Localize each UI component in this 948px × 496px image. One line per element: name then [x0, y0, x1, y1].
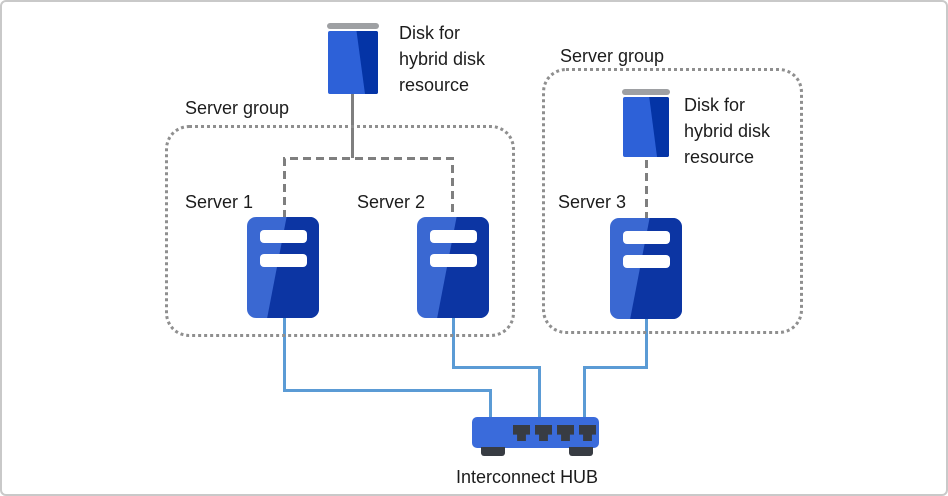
hybrid-disk-icon-2 — [622, 89, 670, 157]
server-icon-1 — [247, 217, 319, 318]
hybrid-disk-label-2: Disk for hybrid disk resource — [684, 95, 771, 167]
server2-to-hub-line — [452, 318, 541, 418]
hub-label: Interconnect HUB — [456, 467, 599, 487]
hub-foot — [481, 447, 505, 456]
interconnect-hub-icon — [472, 417, 599, 448]
hub-port-icon — [557, 425, 574, 441]
server-group-box-1 — [165, 125, 515, 337]
server-slot — [260, 254, 307, 267]
disk-to-servers-dashed-line — [283, 157, 454, 218]
disk-body — [328, 31, 378, 94]
server-slot — [623, 255, 670, 268]
server-slot — [430, 230, 477, 243]
server-slot — [623, 231, 670, 244]
disk-cap — [327, 23, 379, 29]
hub-port-icon — [513, 425, 530, 441]
server2-label: Server 2 — [357, 192, 426, 212]
server-group-box-2 — [542, 68, 803, 334]
hub-port-icon — [535, 425, 552, 441]
hybrid-disk-label-1: Disk for hybrid disk resource — [399, 23, 486, 95]
disk-body — [623, 97, 669, 157]
server-group-label-2: Server group — [560, 46, 665, 66]
server3-to-hub-line — [583, 318, 648, 418]
server1-to-hub-line — [283, 318, 492, 418]
server3-label: Server 3 — [558, 192, 627, 212]
server-group-label-1: Server group — [185, 98, 290, 118]
disk-cap — [622, 89, 670, 95]
server1-label: Server 1 — [185, 192, 254, 212]
server-slot — [430, 254, 477, 267]
disk-shade — [356, 31, 378, 94]
hybrid-disk-icon-1 — [327, 23, 379, 94]
disk-shade — [649, 97, 669, 157]
server-slot — [260, 230, 307, 243]
hub-foot — [569, 447, 593, 456]
server-icon-2 — [417, 217, 489, 318]
hub-port-icon — [579, 425, 596, 441]
server-icon-3 — [610, 218, 682, 319]
